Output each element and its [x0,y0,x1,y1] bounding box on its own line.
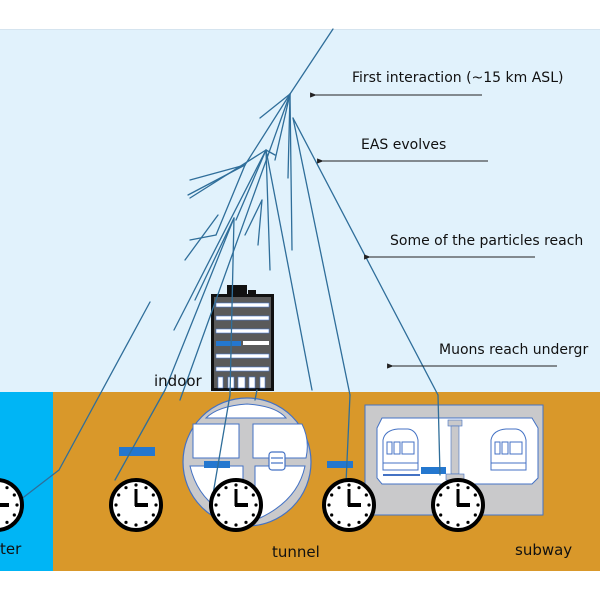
label-eas-evolves: EAS evolves [361,137,447,153]
shower-track [274,93,291,161]
air-shower-tracks [19,28,441,501]
detector-subway [421,467,446,474]
shower-track [289,93,293,251]
label-water: ter [0,540,22,558]
shower-track [259,93,291,119]
shower-track [292,117,351,396]
shower-track [254,389,258,401]
shower-track [244,93,291,166]
shower-track [229,217,235,396]
shower-track [215,164,246,236]
muon-track [211,394,231,501]
shower-track [257,199,263,246]
shower-track [164,217,235,391]
clock-icon [322,478,376,532]
clock-icon [209,478,263,532]
tunnel-vehicle-icon [268,451,286,471]
shower-track [265,149,271,271]
shower-track [173,149,267,331]
label-tunnel: tunnel [272,543,320,561]
clock-icon [431,478,485,532]
shower-track [189,164,246,181]
shower-track [189,149,267,199]
detector-surface [119,447,155,456]
shower-track [265,149,276,156]
label-particles-reach: Some of the particles reach [390,233,584,249]
label-muons-reach: Muons reach undergr [439,342,589,358]
shower-track [265,149,313,391]
shower-track [184,214,219,261]
muon-track [437,394,441,476]
shower-track [194,217,235,301]
detector-tunnel-exit [327,461,353,468]
clock-icon [0,478,24,532]
shower-track [114,389,166,481]
detector-tunnel [204,461,230,468]
train-icon-right [490,428,527,471]
label-first-interaction: First interaction (~15 km ASL) [352,70,564,86]
label-indoor: indoor [154,372,202,390]
shower-track [58,301,151,471]
train-icon-left [382,428,420,476]
clock-detectors [0,478,485,532]
tunnel-structure [182,397,312,527]
clock-icon [109,478,163,532]
shower-track [244,199,263,236]
label-subway: subway [515,541,573,559]
shower-track [235,149,267,221]
shower-track [189,234,217,241]
sky-background [0,29,600,392]
shower-track [179,93,291,401]
shower-track [19,469,60,501]
muon-track [345,394,351,484]
building-icon [211,285,274,391]
shower-track [289,28,334,95]
